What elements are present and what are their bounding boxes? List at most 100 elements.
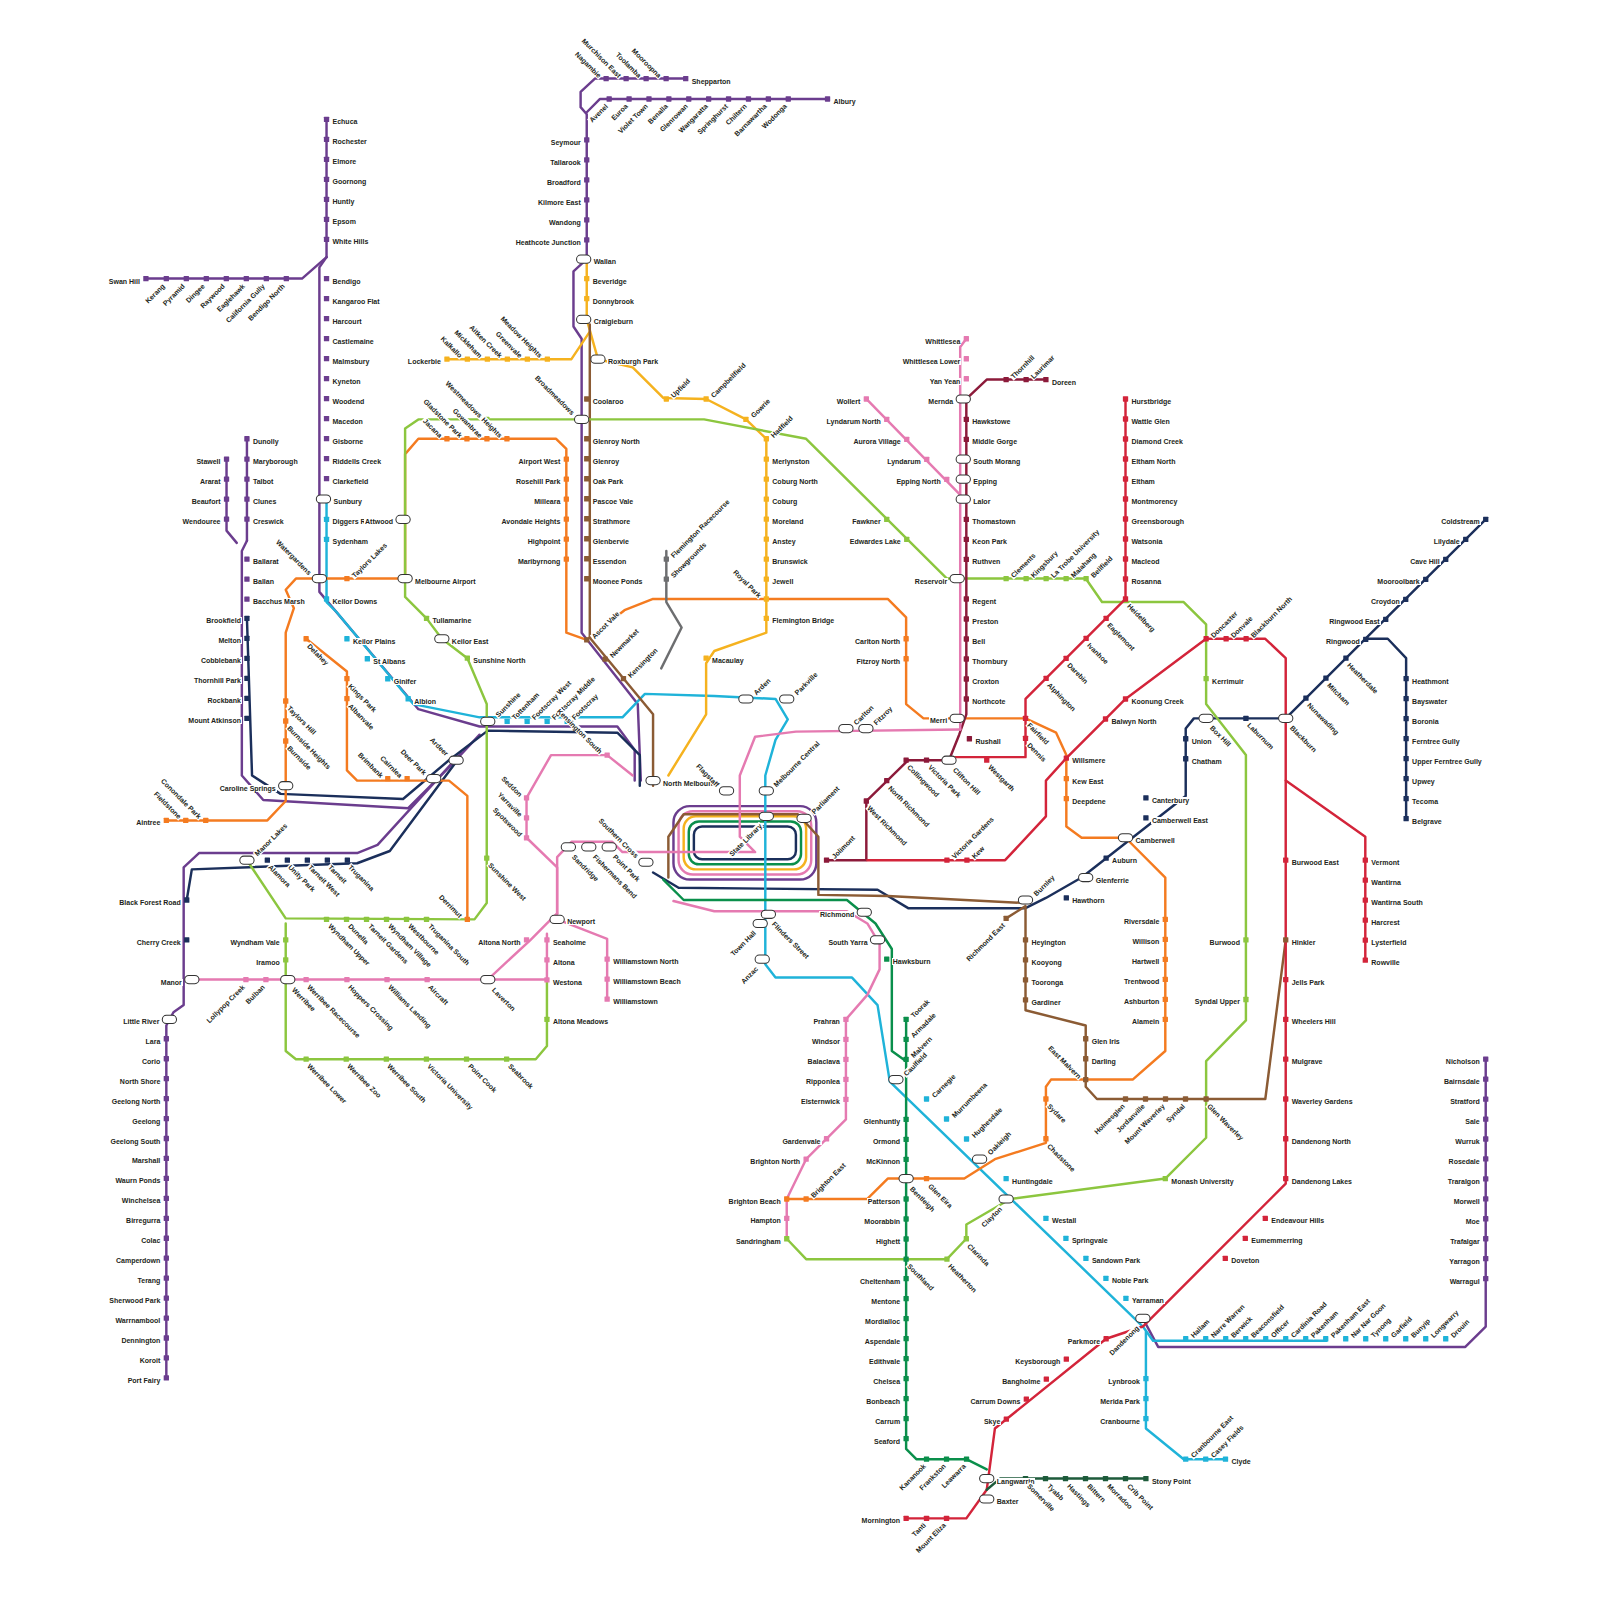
station-name: Thornhill Park (193, 677, 242, 684)
station-name: Tallarook (549, 159, 582, 166)
label-holder: Carrum Downs (970, 1390, 1022, 1408)
station-name: Watergardens (275, 537, 314, 576)
station-name: Wheelers Hill (1291, 1018, 1337, 1025)
station-name: Delahey (305, 642, 330, 667)
station-name: Elmore (332, 158, 358, 165)
label-holder: McKinnon (865, 1150, 901, 1168)
label-holder: Chelsea (872, 1370, 901, 1388)
label-holder: Bell (971, 630, 986, 648)
station-name: Macedon (332, 418, 364, 425)
station-name: Beaufort (191, 498, 222, 505)
station-name: Anzac (739, 965, 760, 986)
label-holder: Willsmere (1071, 749, 1106, 767)
label-holder: Carlton North (854, 630, 901, 648)
label-holder: Hadfield (763, 408, 797, 442)
station-name: Black Forest Road (118, 899, 181, 906)
label-holder: Chatham (1191, 750, 1223, 768)
station-name: Lilydale (1433, 538, 1461, 545)
station-name: Geelong North (111, 1098, 162, 1105)
label-holder: Stony Point (1151, 1470, 1192, 1488)
station-name: Essendon (592, 558, 627, 565)
station-name: Wollert (836, 398, 862, 405)
station-name: Darling (1091, 1058, 1117, 1065)
station-name: Boronia (1411, 718, 1439, 725)
station-name: Keon Park (971, 538, 1008, 545)
station-name: East Malvern (1046, 1043, 1083, 1080)
label-holder: Mernda (927, 390, 954, 408)
label-holder: Traralgon (1447, 1170, 1481, 1188)
label-holder: North Shore (119, 1070, 161, 1088)
label-holder: Dandenong North (1291, 1130, 1352, 1148)
label-holder: Hampton (749, 1209, 781, 1227)
label-holder: Heathcote Junction (515, 231, 582, 249)
station-name: Doreen (1051, 379, 1077, 386)
station-name: Carrum Downs (970, 1398, 1022, 1405)
station-name: Mornington (861, 1517, 902, 1524)
station-name: Burwood East (1291, 859, 1340, 866)
station-name: Echuca (332, 118, 359, 125)
label-holder: Williamstown Beach (612, 970, 682, 988)
label-holder: Rowville (1370, 951, 1400, 969)
label-holder: Parkville (787, 664, 822, 699)
label-holder: Sunshine North (472, 649, 526, 667)
label-holder: Brunswick (771, 550, 808, 568)
label-holder: Ginifer (393, 670, 418, 688)
label-holder: Wattle Glen (1131, 410, 1171, 428)
station-name: Southland (905, 1262, 936, 1293)
label-holder: Sandringham (735, 1230, 782, 1248)
label-holder: Jells Park (1291, 971, 1326, 989)
station-name: Cranbourne (1099, 1418, 1141, 1425)
station-name: Roxburgh Park (607, 358, 659, 365)
station-name: Lockerbie (407, 358, 442, 365)
label-holder: Ardeer (426, 730, 456, 760)
station-name: Maribyrnong (517, 558, 561, 565)
label-holder: Sunshine West (484, 855, 534, 905)
label-holder: Rosedale (1448, 1150, 1481, 1168)
station-name: Cobblebank (200, 657, 242, 664)
station-name: Geelong (131, 1118, 161, 1125)
station-name: Keilor East (451, 638, 490, 645)
label-holder: Hartwell (1131, 950, 1160, 968)
label-holder: Keysborough (1014, 1350, 1061, 1368)
station-name: Elsternwick (800, 1098, 841, 1105)
station-name: Montmorency (1131, 498, 1179, 505)
station-name: Jewell (771, 578, 794, 585)
station-name: Deepdene (1071, 798, 1106, 805)
station-name: Kangaroo Flat (332, 298, 381, 305)
station-name: Gisborne (332, 438, 365, 445)
label-holder: Seymour (550, 131, 582, 149)
station-name: Baxter (996, 1498, 1020, 1505)
label-holder: Manor Lakes (247, 816, 291, 860)
station-name: Sherwood Park (108, 1297, 161, 1304)
label-holder: Gowrie (743, 391, 774, 422)
station-name: Ruthven (971, 558, 1001, 565)
label-holder: Carrum (874, 1410, 901, 1428)
label-holder: Montmorency (1131, 490, 1179, 508)
label-holder: Altona North (477, 931, 521, 949)
station-name: Brighton Beach (728, 1198, 782, 1205)
label-holder: Patterson (867, 1190, 901, 1208)
station-name: Hurstbridge (1131, 398, 1173, 405)
label-holder: Mordialloc (864, 1310, 901, 1328)
label-holder: Wantirna South (1370, 891, 1423, 909)
station-name: Upwey (1411, 778, 1436, 785)
station-name: Carlton North (854, 638, 901, 645)
label-holder: Syndal (1158, 1096, 1188, 1126)
label-holder: Seaholme (552, 931, 587, 949)
label-holder: Ballan (252, 570, 275, 588)
label-holder: Tecoma (1411, 790, 1439, 808)
station-name: Bendigo (332, 278, 362, 285)
station-name: Moonee Ponds (592, 578, 644, 585)
station-name: Seaford (873, 1438, 901, 1445)
label-holder: Pascoe Vale (592, 490, 634, 508)
station-name: Wantirna South (1370, 899, 1423, 906)
label-holder: Flemington Bridge (771, 609, 835, 627)
station-name: Upfield (669, 377, 692, 400)
station-name: Clunes (252, 498, 277, 505)
label-holder: Melton (217, 629, 242, 647)
station-name: Clarinda (966, 1242, 992, 1268)
label-holder: Albion (413, 690, 437, 708)
station-name: Mulgrave (1291, 1058, 1324, 1065)
station-name: Winchelsea (121, 1197, 161, 1204)
station-name: Kew (970, 844, 987, 861)
